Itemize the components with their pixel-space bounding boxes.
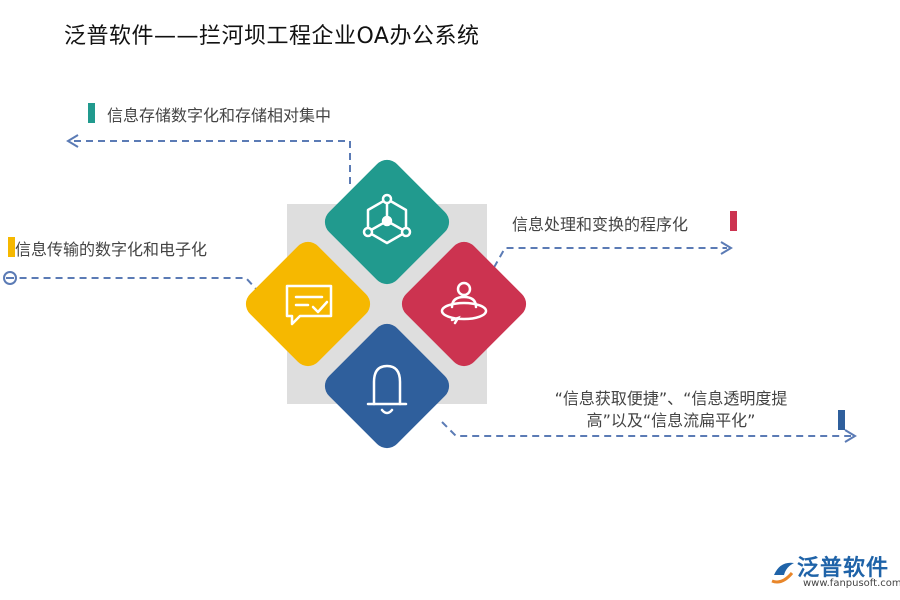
label-marker-left	[8, 237, 15, 257]
label-marker-top	[88, 103, 95, 123]
fanpu-logo-icon	[771, 562, 794, 584]
arrow-right	[720, 241, 733, 255]
label-right: 信息处理和变换的程序化	[512, 215, 689, 234]
connector-top	[72, 140, 351, 184]
page-title: 泛普软件——拦河坝工程企业OA办公系统	[64, 24, 480, 49]
arrow-top	[66, 134, 79, 148]
arrow-bottom	[844, 429, 857, 443]
logo-url: www.fanpusoft.com	[803, 578, 900, 589]
hexagon-network-icon	[362, 193, 412, 245]
connector-left	[12, 277, 269, 303]
label-bottom: “信息获取便捷”、“信息透明度提 高”以及“信息流扁平化”	[512, 388, 830, 432]
label-marker-right	[730, 211, 737, 231]
chat-check-icon	[285, 284, 333, 326]
diamond-bottom	[324, 323, 450, 449]
label-bottom-line1: “信息获取便捷”、“信息透明度提	[554, 389, 788, 408]
bell-icon	[366, 364, 408, 415]
connector-bottom	[441, 421, 851, 437]
label-marker-bottom	[838, 410, 845, 430]
connector-right	[487, 247, 727, 279]
logo-text: 泛普软件	[797, 556, 890, 581]
label-left: 信息传输的数字化和电子化	[15, 240, 208, 259]
label-top: 信息存储数字化和存储相对集中	[107, 106, 332, 125]
person-orbit-icon	[440, 281, 488, 325]
label-bottom-line2: 高”以及“信息流扁平化”	[586, 411, 756, 430]
